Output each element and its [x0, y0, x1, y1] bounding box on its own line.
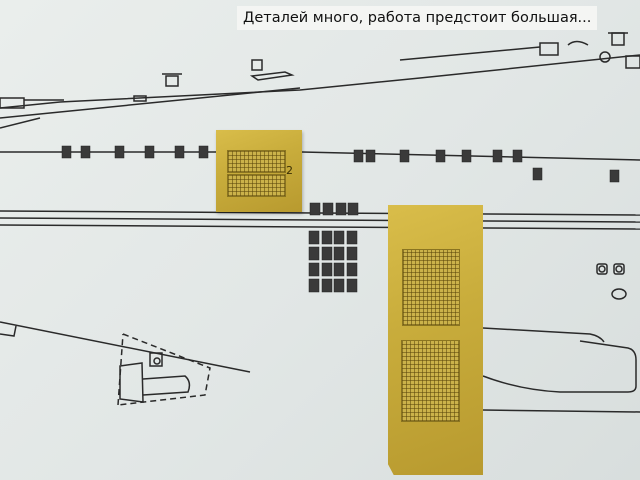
window-grid-block — [227, 150, 286, 173]
window-grid-block — [402, 249, 460, 326]
brass-fret-small: 2 — [216, 130, 302, 212]
photo-caption: Деталей много, работа предстоит большая.… — [237, 6, 598, 30]
brass-fret-large — [388, 205, 483, 475]
window-grid-block — [227, 174, 286, 197]
window-grid-block — [401, 340, 460, 422]
part-number: 2 — [286, 164, 293, 177]
